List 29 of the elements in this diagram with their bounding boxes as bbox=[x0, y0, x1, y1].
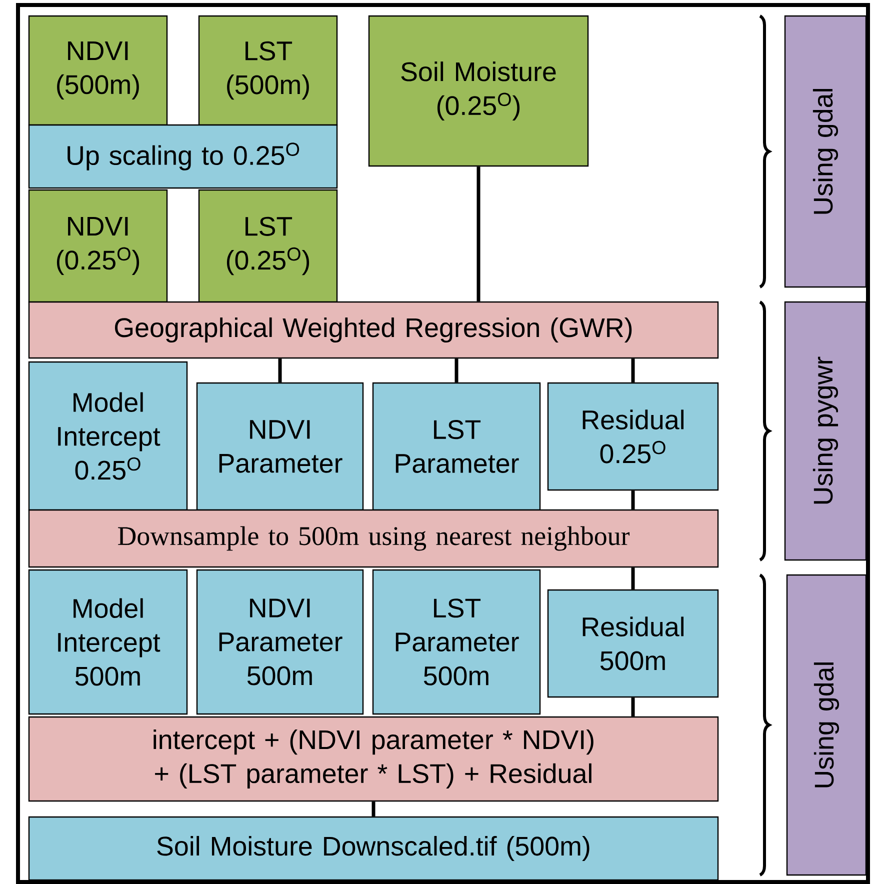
data-box: NDVI (500m) bbox=[28, 15, 168, 126]
output-box: Residual 500m bbox=[547, 589, 719, 698]
output-box: Model Intercept 500m bbox=[28, 569, 188, 715]
data-box: NDVI (0.25$^{O}$) bbox=[28, 189, 168, 303]
output-box: LST Parameter 500m bbox=[372, 569, 541, 715]
tool-box: Using gdal bbox=[786, 574, 867, 876]
connector-line bbox=[454, 358, 458, 382]
output-box: NDVI Parameter bbox=[196, 382, 364, 511]
data-box: Soil Moisture (0.25$^{O}$) bbox=[368, 15, 589, 167]
tool-box: Using gdal bbox=[784, 15, 867, 288]
process-box: Up scaling to 0.25$^{O}$ bbox=[28, 124, 338, 189]
process-box: Downsample to 500m using nearest neighbour bbox=[28, 509, 719, 568]
connector-line bbox=[278, 358, 282, 382]
output-box: Soil Moisture Downscaled.tif (500m) bbox=[28, 816, 719, 881]
connector-line bbox=[476, 166, 480, 302]
connector-line bbox=[631, 698, 635, 716]
tool-box: Using pygwr bbox=[784, 301, 867, 561]
connector-line bbox=[631, 490, 635, 510]
connector-line bbox=[631, 568, 635, 590]
output-box: Residual 0.25$^{O}$ bbox=[547, 382, 719, 491]
output-box: NDVI Parameter 500m bbox=[196, 569, 364, 715]
data-box: LST (500m) bbox=[198, 15, 338, 126]
output-box: Model Intercept 0.25$^{O}$ bbox=[28, 361, 188, 511]
output-box: LST Parameter bbox=[372, 382, 541, 511]
data-box: LST (0.25$^{O}$) bbox=[198, 189, 338, 303]
connector-line bbox=[631, 358, 635, 382]
connector-line bbox=[372, 802, 376, 816]
process-box: intercept + (NDVI parameter * NDVI) + (LST parameter * LST) + Residual bbox=[28, 716, 719, 802]
process-box: Geographical Weighted Regression (GWR) bbox=[28, 301, 719, 359]
